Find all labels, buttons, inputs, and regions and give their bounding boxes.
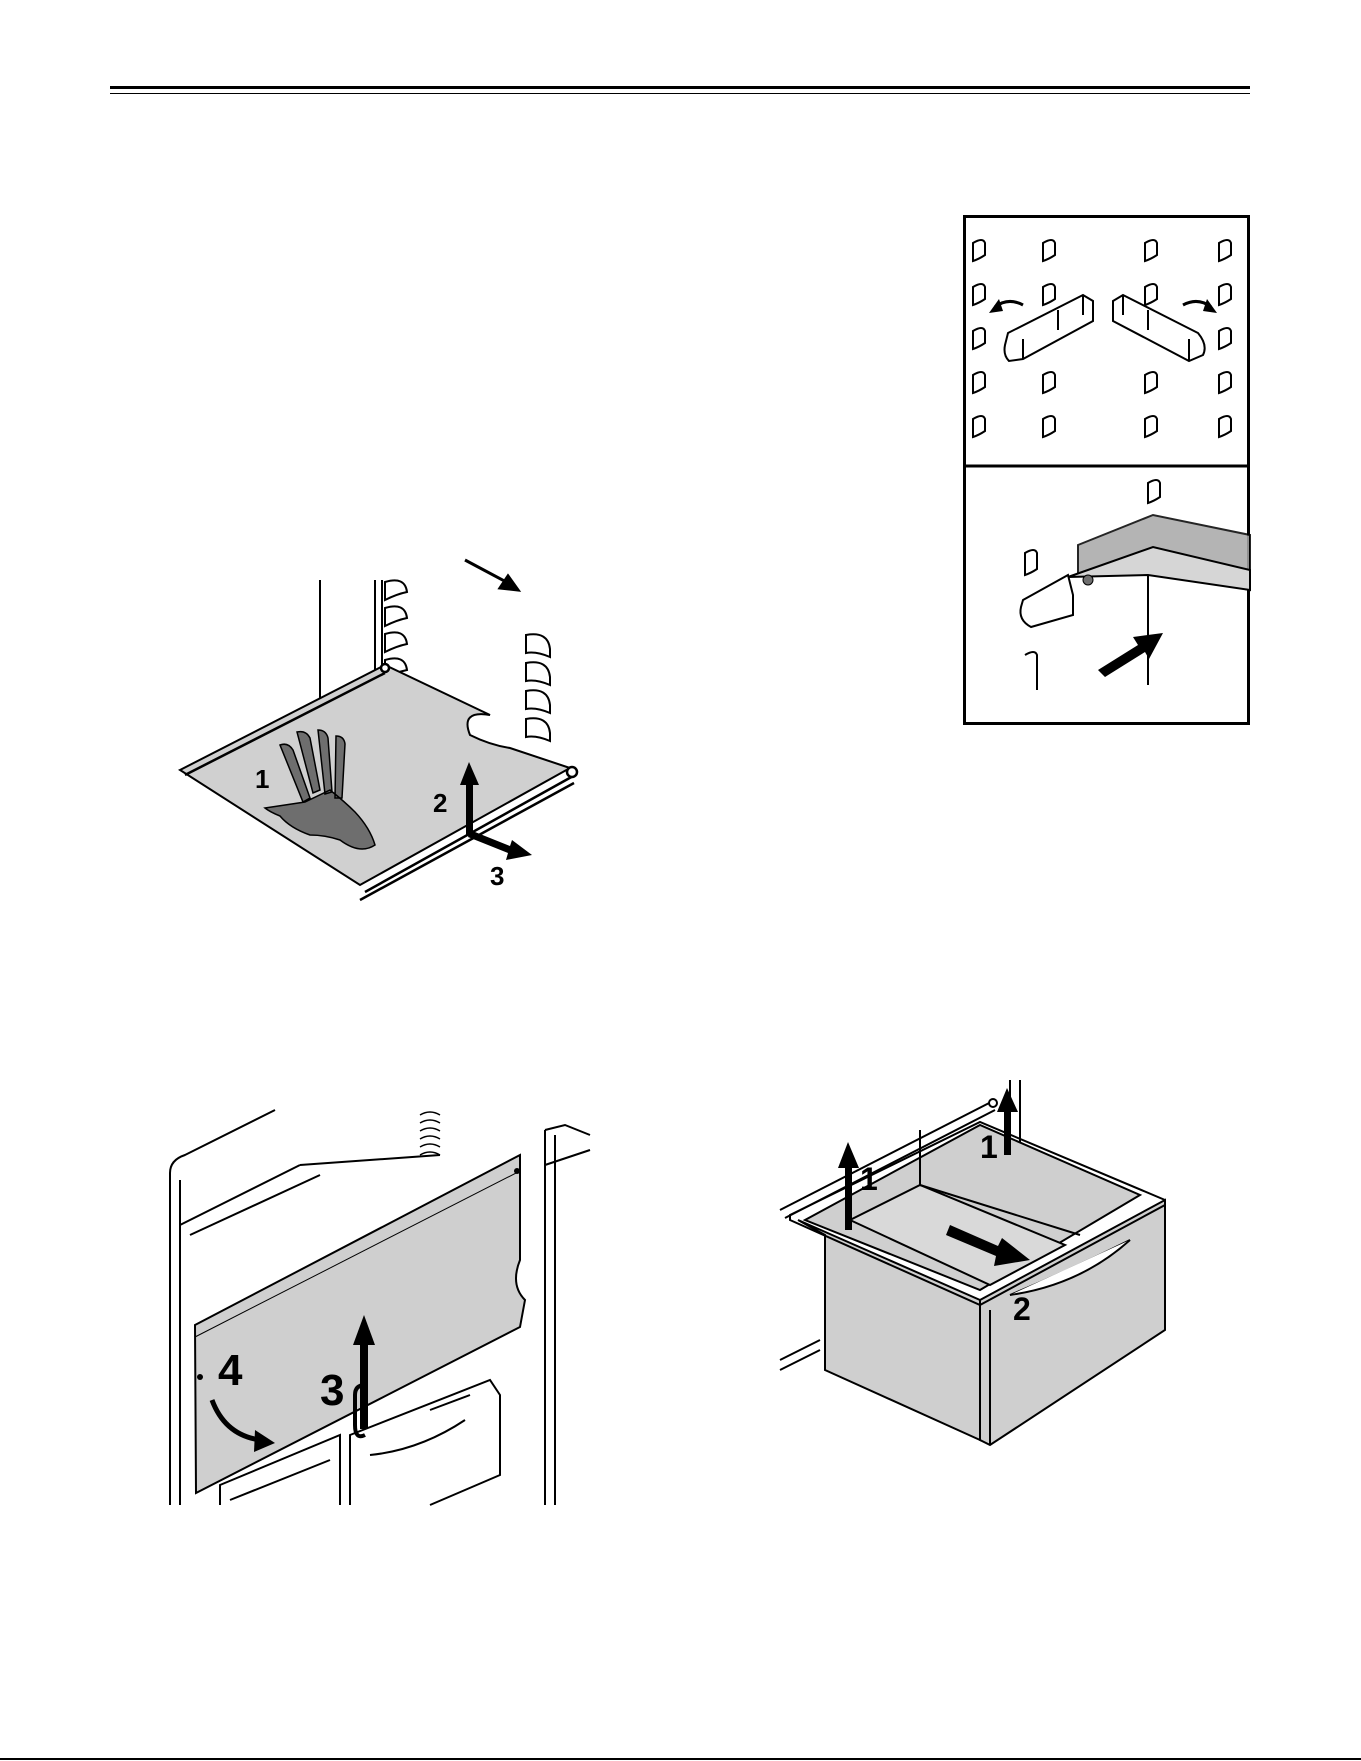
shelf-support-clips-right xyxy=(526,634,550,741)
shelf-support-clips-left xyxy=(385,580,407,678)
step-label-2: 2 xyxy=(433,788,447,818)
step-label-4: 4 xyxy=(218,1346,243,1395)
step-label-2b: 2 xyxy=(1013,1291,1031,1327)
step-label-1a: 1 xyxy=(860,1161,878,1197)
rear-cover-panel xyxy=(195,1155,525,1493)
figure-door-shelf-supports xyxy=(963,215,1250,725)
step-label-1: 1 xyxy=(255,764,269,794)
figure-rear-panel-removal: 4 3 xyxy=(170,1105,590,1505)
figure-shelf-removal: 1 2 3 xyxy=(170,540,590,930)
figure-drawer-removal: 1 1 2 xyxy=(780,1070,1190,1470)
pull-out-arrow xyxy=(468,830,532,860)
step-label-3b: 3 xyxy=(320,1366,344,1415)
step-label-1b: 1 xyxy=(980,1129,998,1165)
step-label-3: 3 xyxy=(490,861,504,891)
footer-rule xyxy=(0,1758,1361,1760)
header-rule-bottom xyxy=(110,93,1250,94)
evaporator-coil xyxy=(420,1112,440,1155)
push-back-arrow xyxy=(465,560,518,590)
header-rule-top xyxy=(110,86,1250,89)
